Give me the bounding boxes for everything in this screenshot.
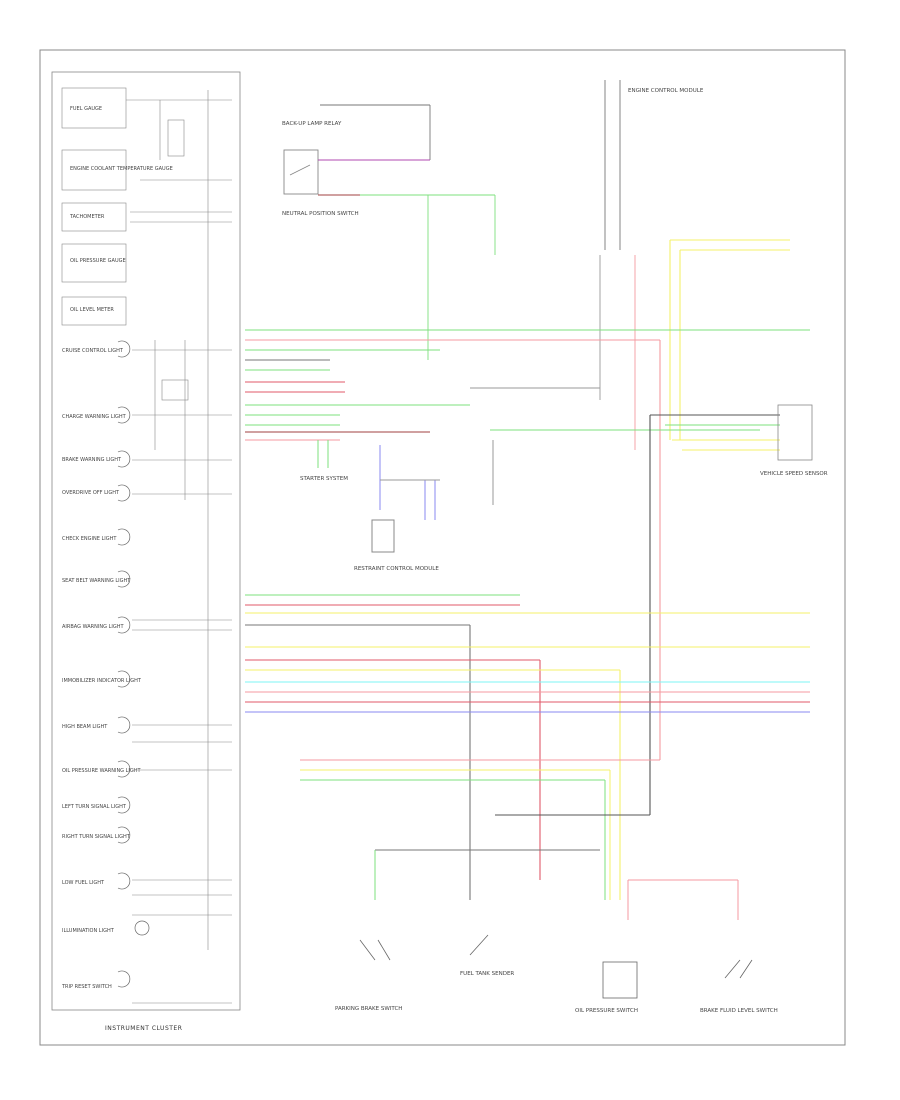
brake-fluid-switch-label: BRAKE FLUID LEVEL SWITCH [700, 1008, 778, 1014]
cluster-item-airbag: AIRBAG WARNING LIGHT [62, 624, 124, 630]
bottom-left-bundle [300, 759, 739, 920]
neutral-switch-label: NEUTRAL POSITION SWITCH [282, 211, 359, 217]
cluster-item-right-turn: RIGHT TURN SIGNAL LIGHT [62, 834, 131, 840]
cluster-internal-wiring [130, 100, 232, 1004]
lamp-symbols [117, 340, 150, 988]
cluster-item-left-turn: LEFT TURN SIGNAL LIGHT [62, 804, 127, 810]
parking-brake-switch-label: PARKING BRAKE SWITCH [335, 1006, 402, 1012]
cluster-item-trip-reset: TRIP RESET SWITCH [61, 984, 112, 990]
cluster-item-oil-level-meter: OIL LEVEL METER [70, 307, 114, 313]
cluster-item-fuel-gauge: FUEL GAUGE [70, 106, 102, 112]
vehicle-speed-sensor-label: VEHICLE SPEED SENSOR [760, 471, 828, 477]
cluster-item-od-off-light: OVERDRIVE OFF LIGHT [62, 490, 120, 496]
bottom-switches [359, 934, 753, 999]
restraint-module-label: RESTRAINT CONTROL MODULE [354, 566, 439, 572]
cluster-item-brake-light: BRAKE WARNING LIGHT [62, 457, 122, 463]
cluster-item-high-beam: HIGH BEAM LIGHT [62, 724, 108, 730]
top-relay-section [283, 104, 496, 360]
upper-harness [245, 329, 810, 815]
cluster-item-coolant-gauge: ENGINE COOLANT TEMPERATURE GAUGE [70, 166, 173, 172]
yellow-branch-top [669, 239, 790, 440]
cluster-item-oil-warning: OIL PRESSURE WARNING LIGHT [62, 768, 142, 774]
vehicle-speed-sensor-box [777, 404, 813, 461]
starter-system-label: STARTER SYSTEM [300, 476, 348, 482]
cluster-item-labels: FUEL GAUGE ENGINE COOLANT TEMPERATURE GA… [61, 106, 173, 990]
cluster-item-cruise-light: CRUISE CONTROL LIGHT [62, 348, 124, 354]
instrument-cluster-box [51, 71, 241, 1011]
cluster-item-check-engine: CHECK ENGINE LIGHT [62, 536, 117, 542]
fuel-tank-sender-label: FUEL TANK SENDER [460, 971, 514, 977]
back-up-lamp-relay-label: BACK-UP LAMP RELAY [282, 121, 342, 127]
cluster-item-oil-pressure-gauge: OIL PRESSURE GAUGE [70, 258, 126, 264]
diagram-title: INSTRUMENT CLUSTER [105, 1025, 182, 1032]
ecm-connector-lines [599, 80, 636, 450]
cluster-item-charge-light: CHARGE WARNING LIGHT [62, 414, 127, 420]
lower-harness [245, 594, 810, 900]
ecm-label: ENGINE CONTROL MODULE [628, 88, 704, 94]
oil-pressure-switch-label: OIL PRESSURE SWITCH [575, 1008, 638, 1014]
cluster-item-immobilizer: IMMOBILIZER INDICATOR LIGHT [62, 678, 142, 684]
cluster-item-seat-belt: SEAT BELT WARNING LIGHT [62, 578, 131, 584]
cluster-item-low-fuel: LOW FUEL LIGHT [62, 880, 105, 886]
mid-connectors [317, 440, 494, 553]
cluster-item-tachometer: TACHOMETER [69, 214, 105, 220]
outer-frame [39, 49, 846, 1046]
cluster-gauge-boxes [61, 87, 127, 326]
cluster-item-illumination: ILLUMINATION LIGHT [62, 928, 115, 934]
